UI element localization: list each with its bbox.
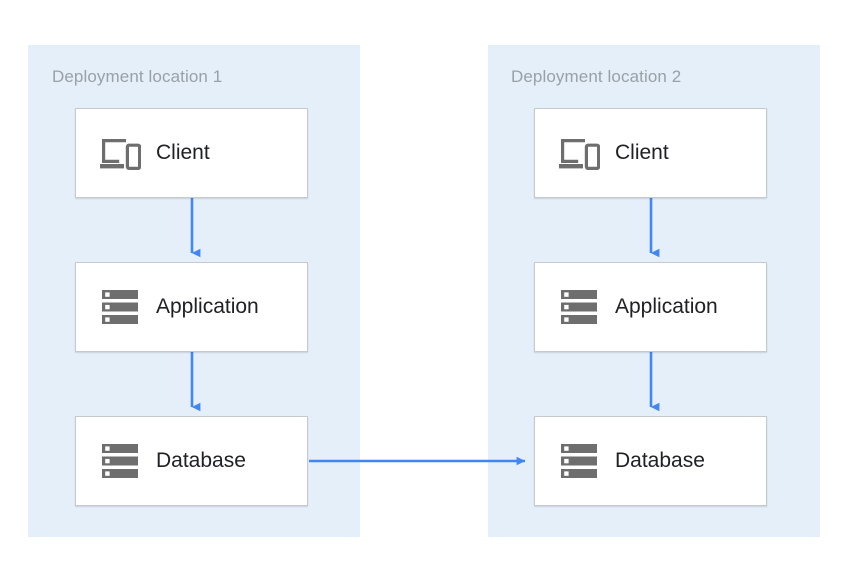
server-icon xyxy=(98,439,142,483)
server-icon xyxy=(557,439,601,483)
node-application-1[interactable]: Application xyxy=(75,262,308,352)
node-client-2-label: Client xyxy=(615,141,669,164)
deployment-zone-1-label: Deployment location 1 xyxy=(52,67,223,86)
node-database-2[interactable]: Database xyxy=(534,416,767,506)
node-client-1-label: Client xyxy=(156,141,210,164)
node-application-1-label: Application xyxy=(156,295,259,318)
node-application-2[interactable]: Application xyxy=(534,262,767,352)
server-icon xyxy=(98,285,142,329)
deployment-zone-2-label: Deployment location 2 xyxy=(511,67,682,86)
devices-icon xyxy=(557,131,601,175)
node-client-2[interactable]: Client xyxy=(534,108,767,198)
server-icon xyxy=(557,285,601,329)
node-client-1[interactable]: Client xyxy=(75,108,308,198)
node-application-2-label: Application xyxy=(615,295,718,318)
node-database-1-label: Database xyxy=(156,449,246,472)
devices-icon xyxy=(98,131,142,175)
node-database-1[interactable]: Database xyxy=(75,416,308,506)
node-database-2-label: Database xyxy=(615,449,705,472)
